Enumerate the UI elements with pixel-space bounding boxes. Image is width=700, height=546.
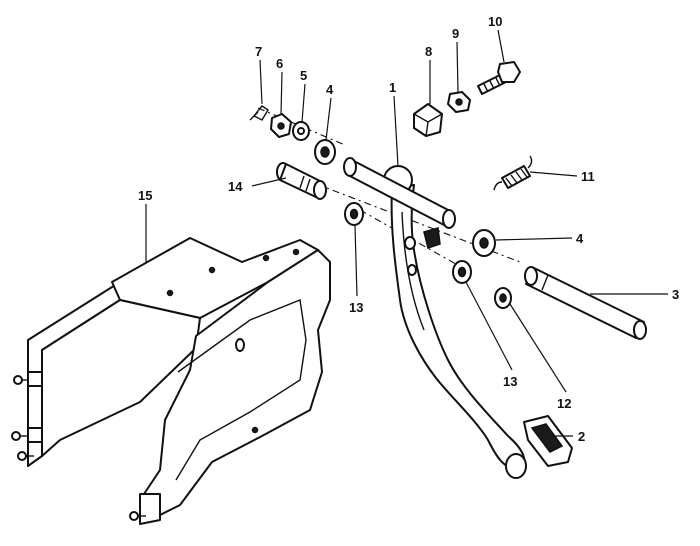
callout-1: 1 (389, 80, 396, 95)
thrust-washer-upper (344, 202, 364, 226)
callout-13-right: 13 (503, 374, 517, 389)
callout-labels: 1 2 3 4 4 5 6 7 8 9 10 11 12 13 13 14 15 (138, 14, 679, 444)
return-spring (493, 155, 533, 191)
bushing-upper (314, 139, 336, 165)
callout-6: 6 (276, 56, 283, 71)
lock-nut (447, 91, 471, 113)
pedal-lever (343, 157, 527, 479)
pivot-shaft (524, 266, 647, 340)
leader-lines (145, 29, 668, 437)
rubber-stopper (413, 103, 443, 137)
retaining-clip (494, 287, 512, 309)
callout-14: 14 (228, 179, 243, 194)
pedal-bracket (11, 237, 331, 525)
mounting-studs (11, 371, 146, 521)
washer (292, 121, 310, 141)
callout-10: 10 (488, 14, 502, 29)
nut (270, 113, 292, 138)
callout-11: 11 (581, 169, 595, 184)
callout-4-lower: 4 (576, 231, 584, 246)
callout-12: 12 (557, 396, 571, 411)
callout-3: 3 (672, 287, 679, 302)
callout-13-left: 13 (349, 300, 363, 315)
callout-4-upper: 4 (326, 82, 334, 97)
cotter-pin (249, 105, 269, 121)
pivot-pin (276, 162, 327, 200)
callout-9: 9 (452, 26, 459, 41)
bushing-lower (472, 229, 496, 257)
callout-5: 5 (300, 68, 307, 83)
pedal-pad (523, 415, 573, 467)
callout-7: 7 (255, 44, 262, 59)
callout-2: 2 (578, 429, 585, 444)
callout-15: 15 (138, 188, 152, 203)
thrust-washer-lower (452, 260, 472, 284)
adjusting-bolt (477, 61, 521, 95)
callout-8: 8 (425, 44, 432, 59)
